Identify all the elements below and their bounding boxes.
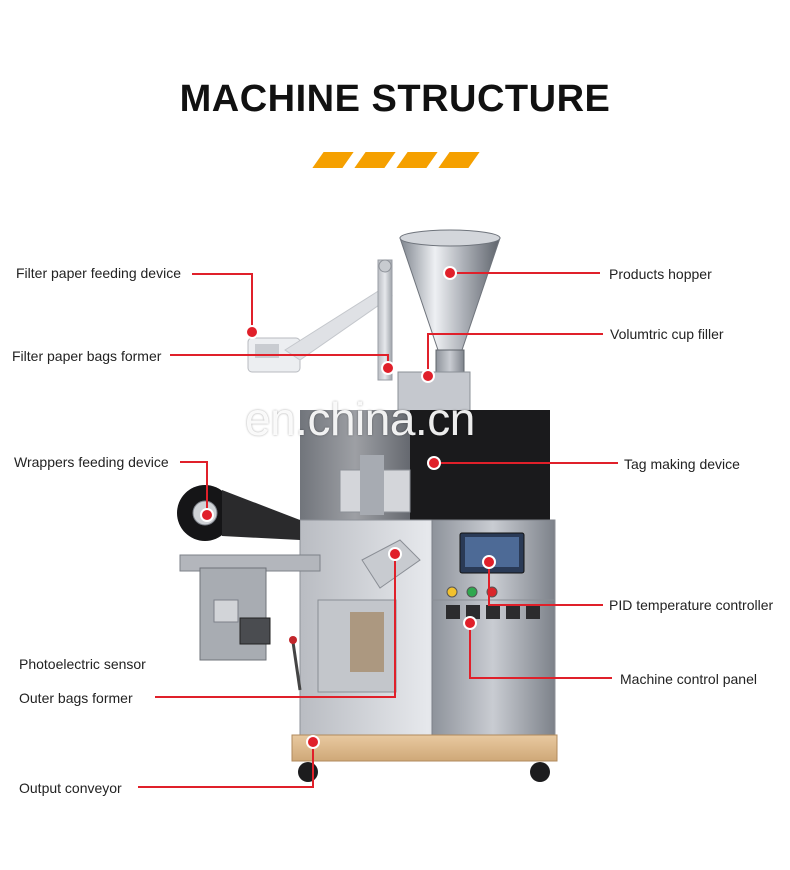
label-photoelectric-sensor: Photoelectric sensor: [19, 656, 146, 672]
label-products-hopper: Products hopper: [609, 266, 712, 282]
photoelectric-sensor: [239, 617, 271, 645]
label-filter-paper-feeding-device: Filter paper feeding device: [16, 265, 181, 281]
filter-paper-strip: [284, 289, 393, 361]
machine-illustration: [177, 229, 558, 782]
leader-outer-bags-former: [155, 556, 396, 698]
label-wrappers-feeding-device: Wrappers feeding device: [14, 454, 169, 470]
pid-controller: [466, 605, 480, 619]
label-pid-temperature-controller: PID temperature controller: [609, 597, 774, 613]
leader-volumtric-cup-filler: [427, 333, 603, 374]
watermark: en.china.cn: [245, 393, 475, 445]
yellow-button: [446, 586, 458, 598]
output-conveyor: [291, 734, 558, 762]
callout-markers: [200, 266, 496, 749]
page-title: MACHINE STRUCTURE: [179, 78, 611, 120]
leader-machine-control-panel: [469, 623, 612, 679]
pid-controller: [486, 605, 500, 619]
caster-wheel: [298, 762, 318, 782]
label-machine-control-panel: Machine control panel: [620, 671, 757, 687]
leader-pid-temperature-controller: [488, 562, 603, 606]
pid-controller: [526, 605, 540, 619]
green-button: [466, 586, 478, 598]
label-tag-making-device: Tag making device: [624, 456, 740, 472]
leader-filter-paper-feeding-device: [192, 273, 253, 332]
label-output-conveyor: Output conveyor: [19, 780, 122, 796]
leader-wrappers-feeding-device: [180, 461, 208, 515]
label-filter-paper-bags-former: Filter paper bags former: [12, 348, 162, 364]
pid-controller: [506, 605, 520, 619]
label-outer-bags-former: Outer bags former: [19, 690, 133, 706]
leader-output-conveyor: [138, 742, 314, 788]
pid-controller: [446, 605, 460, 619]
label-volumtric-cup-filler: Volumtric cup filler: [610, 326, 724, 342]
leader-lines: [138, 272, 618, 788]
caster-wheel: [530, 762, 550, 782]
